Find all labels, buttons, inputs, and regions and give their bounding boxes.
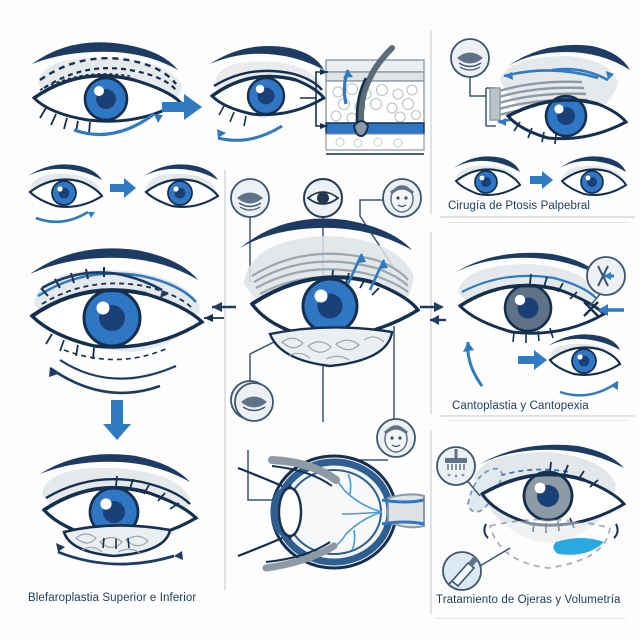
eye-illustration-marking xyxy=(31,42,183,137)
caption-rule-ptosis xyxy=(448,222,628,223)
syringe-icon-callout[interactable] xyxy=(442,547,511,591)
horizontal-divider-mid-right xyxy=(440,415,635,417)
eye-illustration-result xyxy=(209,46,327,142)
vertical-divider-right-mid xyxy=(430,232,432,414)
panel-central-anatomy xyxy=(212,176,444,422)
caption-rule-tear-trough xyxy=(436,618,626,619)
caption-ptosis: Cirugía de Ptosis Palpebral xyxy=(448,200,591,212)
arrow-to-result xyxy=(518,350,547,370)
before-after-pair-blepharoplasty xyxy=(24,158,224,230)
eye-icon-callout-top[interactable] xyxy=(303,178,343,218)
panel-blepharoplasty-detail xyxy=(8,238,224,418)
arrow-left-in xyxy=(430,315,446,325)
arrow-down-left xyxy=(100,398,134,442)
eye-illustration-canthoplasty xyxy=(456,252,607,343)
ptosis-before-after xyxy=(454,156,628,196)
caption-canthoplasty: Cantoplastia y Cantopexia xyxy=(452,400,589,412)
caption-rule-canthoplasty xyxy=(448,420,628,421)
panel-canthoplasty xyxy=(430,244,638,414)
arrow-right-pair xyxy=(110,178,136,198)
eye-after xyxy=(144,164,220,208)
vertical-divider-right-top xyxy=(430,30,432,215)
suture-icon-callout[interactable] xyxy=(586,256,626,307)
central-eye-anatomy xyxy=(240,218,421,368)
canthoplasty-result-eye xyxy=(548,334,622,397)
eye-illustration-ptosis xyxy=(489,44,630,145)
panel-blepharoplasty-result xyxy=(198,34,328,146)
skin-cross-section-diagram xyxy=(300,42,428,158)
eyelid-icon-callout-hub-lower[interactable] xyxy=(232,380,276,424)
filler-highlight xyxy=(553,538,604,555)
panel-ptosis xyxy=(442,30,638,210)
arrow-right-center xyxy=(420,302,444,312)
vertical-divider-right-bottom xyxy=(430,430,432,615)
eyeball-cross-section-diagram xyxy=(237,438,425,588)
eye-before xyxy=(28,164,104,224)
vertical-divider-center xyxy=(224,170,226,590)
eye-illustration-lower-lid xyxy=(40,454,199,566)
panel-tear-trough xyxy=(436,438,638,591)
panel-lower-blepharoplasty xyxy=(18,446,218,576)
arrow-right-top xyxy=(160,90,206,124)
eye-illustration-detail xyxy=(29,248,224,395)
face-icon-callout-hub-lower[interactable] xyxy=(374,416,418,460)
panel-blepharoplasty-marking xyxy=(10,28,210,148)
eyelid-icon-callout-top[interactable] xyxy=(230,178,270,218)
caption-tear-trough: Tratamiento de Ojeras y Volumetría xyxy=(436,594,621,606)
ptosis-callout[interactable] xyxy=(450,38,496,127)
face-icon-callout-top[interactable] xyxy=(382,178,422,218)
horizontal-divider-top-right xyxy=(440,216,635,218)
arrow-to-canthus xyxy=(598,304,624,316)
microneedling-icon-callout[interactable] xyxy=(436,446,481,497)
arrow-left-center xyxy=(212,302,236,312)
caption-blepharoplasty: Blefaroplastia Superior e Inferior xyxy=(28,592,197,604)
eye-illustration-tear-trough xyxy=(467,444,627,569)
